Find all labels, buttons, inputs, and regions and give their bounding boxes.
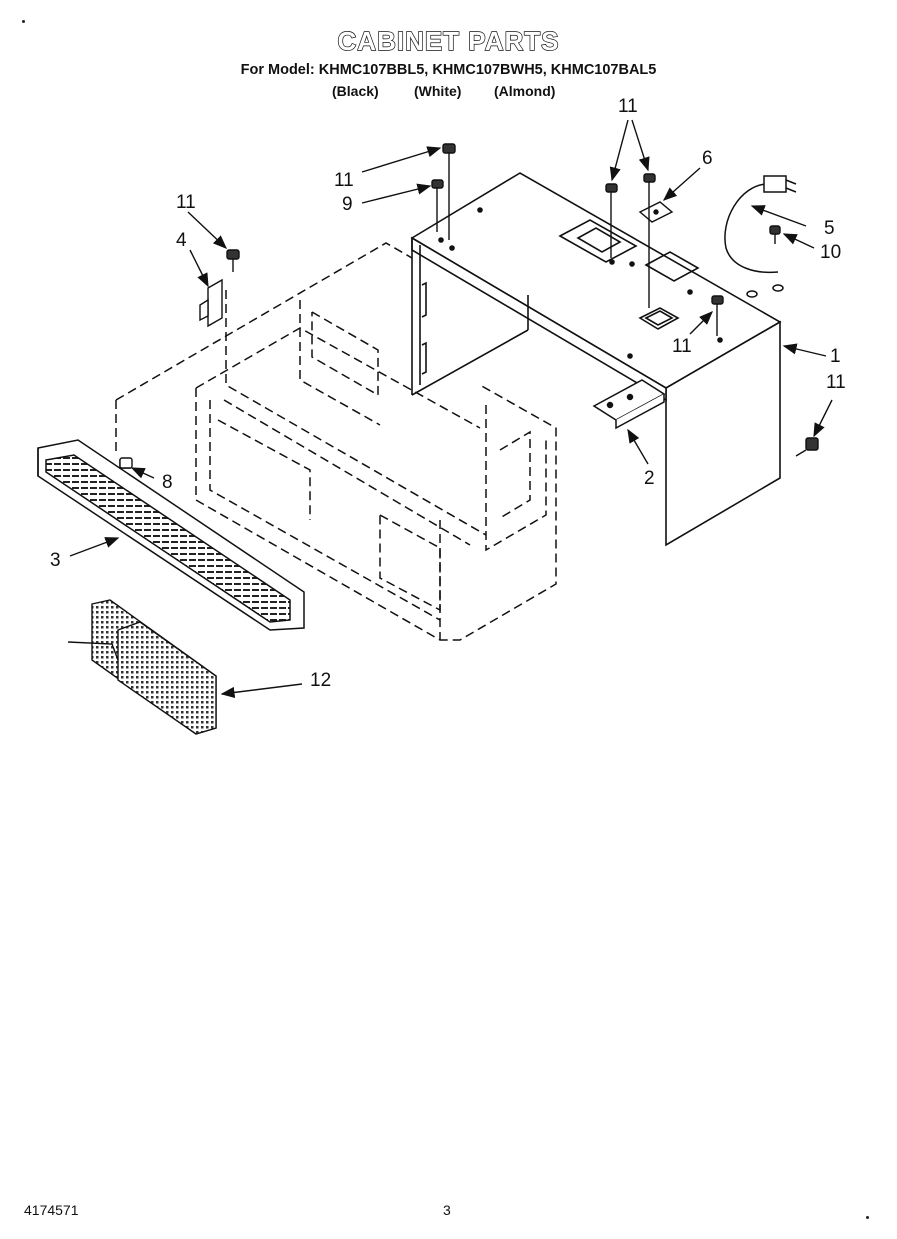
callout-label: 10 <box>820 242 841 263</box>
model-line: For Model: KHMC107BBL5, KHMC107BWH5, KHM… <box>240 62 657 78</box>
callout-label: 11 <box>826 372 846 393</box>
callout-label: 3 <box>50 550 61 571</box>
filter-part-12 <box>67 599 217 735</box>
screw-icon <box>431 179 444 232</box>
vent-grille-part-3 <box>37 439 305 631</box>
screws <box>119 143 819 469</box>
callout-label: 9 <box>342 194 353 215</box>
callout-label: 11 <box>672 336 692 357</box>
cabinet-wrapper <box>410 172 782 547</box>
callout-label: 12 <box>310 670 331 691</box>
corner-dot <box>22 20 25 23</box>
screw-icon <box>711 295 724 336</box>
screw-icon <box>643 173 656 308</box>
screw-icon <box>605 183 618 258</box>
callout-label: 5 <box>824 218 835 239</box>
bracket-part-2 <box>592 379 666 430</box>
callout-labels: 11 11 9 11 6 5 10 4 11 1 11 8 2 3 12 <box>50 96 846 691</box>
color-label-almond: (Almond) <box>494 83 556 99</box>
page-number: 3 <box>443 1202 451 1218</box>
callout-label: 6 <box>702 148 713 169</box>
screw-icon <box>795 437 819 457</box>
callout-label: 11 <box>334 170 354 191</box>
callout-label: 11 <box>618 96 638 117</box>
document-number: 4174571 <box>24 1202 79 1218</box>
callout-label: 1 <box>830 346 841 367</box>
page-title: CABINET PARTS <box>337 25 560 56</box>
color-label-black: (Black) <box>332 83 379 99</box>
callout-label: 8 <box>162 472 173 493</box>
callout-label: 2 <box>644 468 655 489</box>
callout-label: 4 <box>176 230 187 251</box>
screw-icon <box>769 225 781 244</box>
inner-cavity-dashed <box>115 242 557 641</box>
corner-dot <box>866 1216 869 1219</box>
screw-icon <box>442 143 456 240</box>
callout-label: 11 <box>176 192 196 213</box>
latch-part-4 <box>199 278 223 328</box>
screw-icon <box>119 457 133 469</box>
leader-arrows <box>69 119 833 698</box>
bracket-part-6 <box>638 201 674 223</box>
color-label-white: (White) <box>414 83 462 99</box>
screw-icon <box>226 249 240 272</box>
power-cord-part-5 <box>724 175 797 298</box>
